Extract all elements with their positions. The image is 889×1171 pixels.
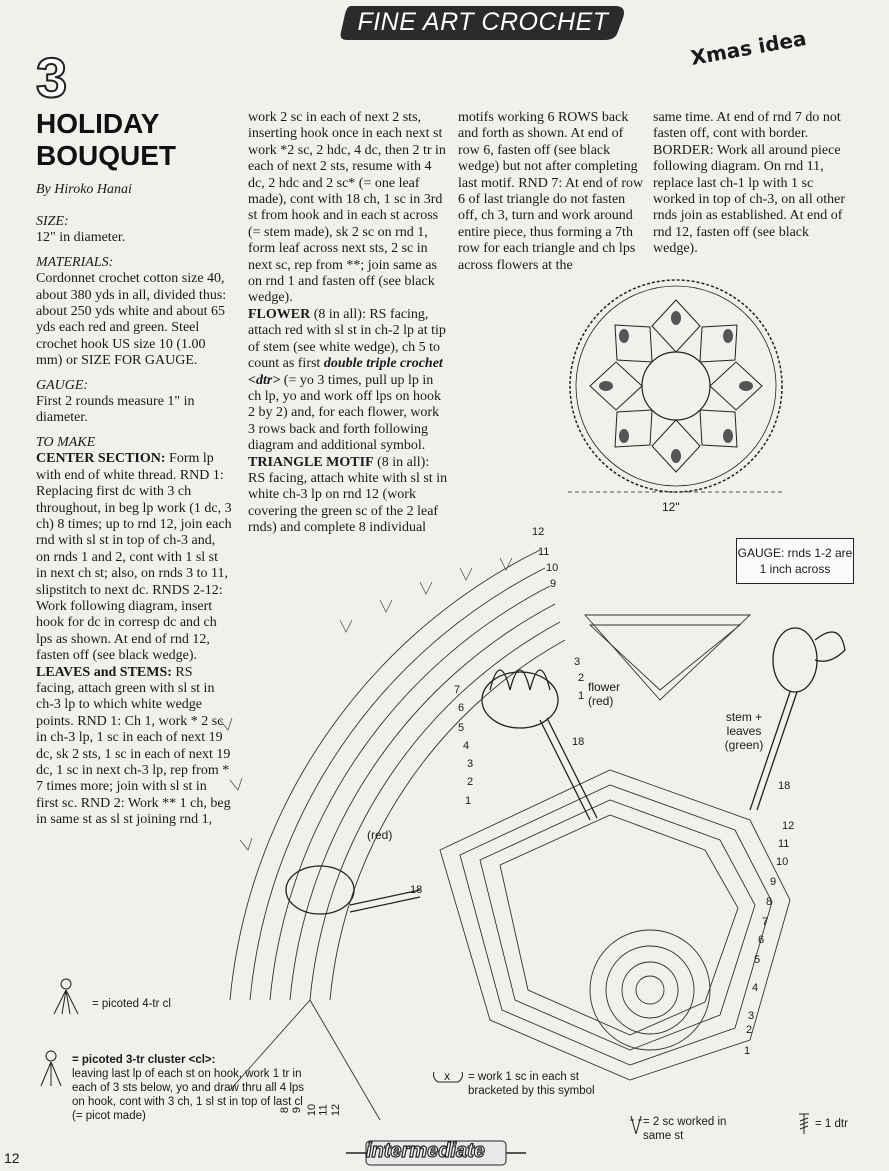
red-label: (red) — [367, 828, 393, 842]
center-round-number: 2 — [746, 1024, 753, 1036]
handwritten-note: Xmas idea — [688, 26, 809, 70]
center-round-number: 7 — [762, 916, 769, 928]
bracket-symbol-icon: X — [433, 1071, 463, 1083]
title-line-1: HOLIDAY — [36, 108, 160, 139]
picoted-3tr-cluster-icon — [40, 1050, 62, 1087]
flower-text-a: (8 in all): RS facing, attach red with s… — [248, 306, 446, 372]
legend-picoted-4tr: = picoted 4-tr cl — [92, 998, 171, 1010]
svg-text:X: X — [444, 1073, 450, 1083]
pattern-number: 3 — [35, 46, 68, 109]
two-sc-symbol-icon — [630, 1115, 642, 1135]
bottom-round-number: 11 — [317, 1104, 330, 1116]
stem-leaves-label: stem + leaves (green) — [724, 710, 764, 752]
center-round-number: 10 — [776, 856, 789, 868]
center-round-number: 6 — [758, 934, 765, 946]
diameter-label: 12" — [662, 500, 680, 514]
crochet-chart — [219, 549, 846, 1120]
stem-count-label: 18 — [778, 780, 791, 792]
gauge-text: First 2 rounds measure 1" in diameter. — [36, 394, 195, 426]
page-number: 12 — [4, 1150, 20, 1166]
round-number: 10 — [546, 562, 559, 574]
pattern-title: HOLIDAY BOUQUET — [36, 108, 176, 172]
difficulty-badge: intermediate — [365, 1139, 485, 1162]
center-round-number: 8 — [766, 896, 773, 908]
footer-banner-shape — [346, 1140, 526, 1166]
tomake-label: TO MAKE — [36, 434, 96, 450]
center-round-number: 11 — [778, 838, 790, 850]
materials-text: Cordonnet crochet cotton size 40, about … — [36, 271, 227, 369]
round-number: 11 — [538, 546, 550, 558]
gauge-label: GAUGE: — [36, 377, 89, 393]
row-number: 7 — [454, 684, 461, 696]
byline: By Hiroko Hanai — [36, 182, 132, 197]
legend-picoted-3tr-text: leaving last lp of each st on hook, work… — [72, 1068, 305, 1122]
center-heading: CENTER SECTION: — [36, 451, 166, 467]
stem-count-label: 18 — [572, 736, 585, 748]
legend-picoted-3tr: = picoted 3-tr cluster <cl>: leaving las… — [72, 1053, 312, 1123]
flower-row-number: 3 — [574, 656, 581, 668]
legend-picoted-3tr-title: = picoted 3-tr cluster <cl>: — [72, 1054, 216, 1066]
size-label: SIZE: — [36, 214, 69, 229]
flower-text-b: (= yo 3 times, pull up lp in ch lp, yo a… — [248, 372, 441, 454]
row-number: 3 — [467, 758, 474, 770]
triangle-heading: TRIANGLE MOTIF — [248, 454, 374, 470]
col2-text-1: work 2 sc in each of next 2 sts, inserti… — [248, 110, 446, 306]
dtr-symbol-icon — [799, 1113, 809, 1134]
instructions-column-2: work 2 sc in each of next 2 sts, inserti… — [248, 110, 448, 537]
legend-bracket: = work 1 sc in each st bracketed by this… — [468, 1071, 595, 1097]
round-number: 9 — [550, 578, 557, 590]
instructions-column-1: SIZE:12" in diameter. MATERIALS:Cordonne… — [36, 214, 232, 837]
picoted-4tr-cluster-icon — [53, 978, 79, 1015]
row-number: 6 — [458, 702, 465, 714]
flower-heading: FLOWER — [248, 306, 311, 322]
center-round-number: 5 — [754, 954, 761, 966]
legend-dtr: = 1 dtr — [815, 1118, 848, 1130]
size-text: 12" in diameter. — [36, 230, 126, 246]
row-number: 5 — [458, 722, 465, 734]
leaves-text: RS facing, attach green with sl st in ch… — [36, 664, 231, 828]
row-number: 2 — [467, 776, 474, 788]
header-banner-text: FINE ART CROCHET — [357, 8, 609, 36]
flower-dtr-term: double triple crochet <dtr> — [248, 356, 443, 388]
gauge-callout: GAUGE: rnds 1-2 are 1 inch across — [736, 538, 854, 584]
doily-schematic — [568, 279, 784, 493]
instructions-column-3: motifs working 6 ROWS back and forth as … — [458, 110, 644, 273]
flower-row-number: 1 — [578, 690, 585, 702]
materials-label: MATERIALS: — [36, 254, 114, 270]
row-number: 4 — [463, 740, 470, 752]
center-round-number: 3 — [748, 1010, 755, 1022]
bottom-round-number: 12 — [330, 1103, 343, 1117]
header-banner-shape — [340, 6, 624, 40]
stem-count-label: 18 — [410, 884, 423, 896]
title-line-2: BOUQUET — [36, 140, 176, 171]
leaves-heading: LEAVES and STEMS: — [36, 664, 172, 680]
triangle-text: (8 in all): RS facing, attach white with… — [248, 454, 448, 536]
round-number: 12 — [532, 526, 545, 538]
center-round-number: 4 — [752, 982, 759, 994]
flower-row-number: 2 — [578, 672, 585, 684]
legend-two-sc: = 2 sc worked in same st — [643, 1116, 727, 1142]
row-number: 1 — [465, 795, 472, 807]
center-round-number: 12 — [782, 820, 795, 832]
flower-label: flower (red) — [588, 680, 621, 708]
center-round-number: 1 — [744, 1045, 751, 1057]
instructions-column-4: same time. At end of rnd 7 do not fasten… — [653, 110, 846, 257]
center-round-number: 9 — [770, 876, 777, 888]
center-text: Form lp with end of white thread. RND 1:… — [36, 451, 232, 664]
